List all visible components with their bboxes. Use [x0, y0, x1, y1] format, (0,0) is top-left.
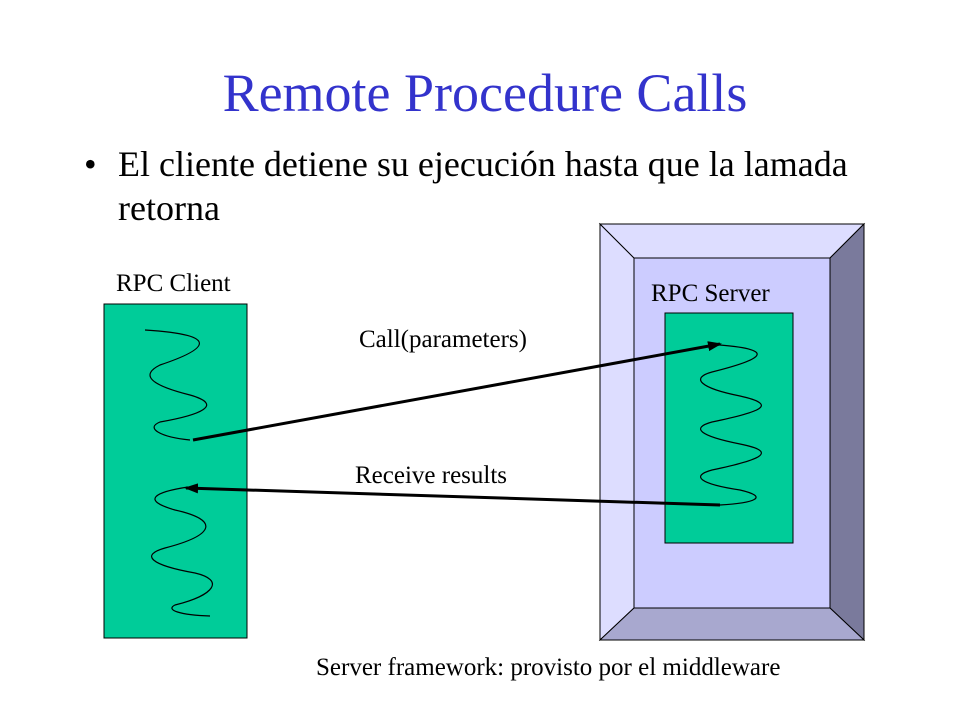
server-framework-label: Server framework: provisto por el middle… — [316, 654, 781, 681]
bullet-dot-icon: • — [84, 144, 97, 184]
frame-top-bevel — [598, 223, 866, 259]
client-upper-thread-wave — [144, 329, 208, 441]
receive-results-label: Receive results — [355, 462, 508, 489]
return-arrow — [184, 483, 721, 507]
frame-bottom-bevel — [598, 607, 866, 641]
bullet-text: El cliente detiene su ejecución hasta qu… — [118, 144, 848, 228]
rpc-client-label: RPC Client — [116, 270, 231, 297]
server-thread-wave — [699, 344, 762, 506]
call-arrow — [192, 341, 722, 442]
frame-right-bevel — [829, 222, 865, 642]
client-thread-box — [103, 303, 248, 639]
slide-title: Remote Procedure Calls — [222, 63, 748, 123]
call-parameters-label: Call(parameters) — [359, 326, 527, 353]
server-thread-box — [664, 312, 794, 544]
frame-left-bevel — [599, 222, 635, 642]
client-lower-thread-wave — [151, 486, 214, 617]
rpc-server-label: RPC Server — [651, 280, 770, 307]
